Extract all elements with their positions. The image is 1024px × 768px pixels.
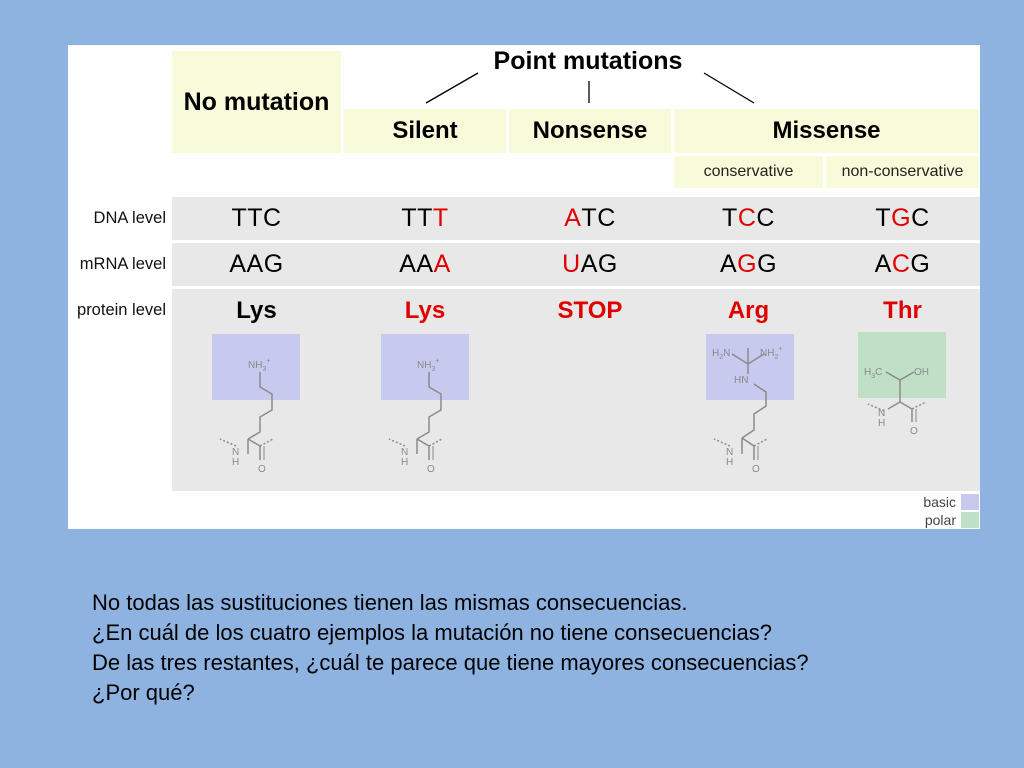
n-label: N <box>878 408 885 419</box>
mutated-base: A <box>433 250 451 278</box>
mutated-base: C <box>891 250 911 278</box>
mrna-row <box>172 243 980 286</box>
base: AA <box>399 250 434 278</box>
mrna-codon: AAG <box>172 243 341 286</box>
base: TTC <box>231 204 282 232</box>
base: T <box>875 204 892 232</box>
caption-line-4: ¿Por qué? <box>92 680 195 705</box>
base: A <box>874 250 892 278</box>
basic-highlight <box>706 334 794 400</box>
base: C <box>756 204 775 232</box>
n-label: N <box>726 447 733 458</box>
base: AG <box>580 250 618 278</box>
h-label: H <box>726 457 733 468</box>
oh-label: OH <box>914 367 929 378</box>
h2n-label: H2N <box>712 348 730 361</box>
protein-residue: Lys <box>236 296 277 324</box>
o-label: O <box>427 464 435 475</box>
n-label: N <box>401 447 408 458</box>
h-label: H <box>878 418 885 429</box>
slide-caption: No todas las sustituciones tienen las mi… <box>92 588 992 708</box>
point-mutations-header: Point mutations <box>493 46 683 75</box>
legend-basic-label: basic <box>923 494 956 510</box>
nh2-label: NH2+ <box>760 346 782 361</box>
h-label: H <box>401 457 408 468</box>
non-conservative-header: non-conservative <box>826 156 979 188</box>
o-label: O <box>910 426 918 437</box>
mutated-base: T <box>432 204 449 232</box>
legend-basic-swatch <box>961 494 979 510</box>
lysine-structure: NH3+ N H O <box>210 332 320 482</box>
caption-line-3: De las tres restantes, ¿cuál te parece q… <box>92 650 809 675</box>
silent-header: Silent <box>344 109 506 153</box>
base: G <box>757 250 778 278</box>
o-label: O <box>752 464 760 475</box>
base: TT <box>401 204 433 232</box>
polar-highlight <box>858 332 946 398</box>
protein-residue: Thr <box>883 296 922 324</box>
mrna-level-label: mRNA level <box>79 255 166 273</box>
protein-residue: Lys <box>404 296 446 324</box>
caption-line-2: ¿En cuál de los cuatro ejemplos la mutac… <box>92 620 772 645</box>
nh3-label: NH3+ <box>417 358 439 373</box>
base: G <box>910 250 931 278</box>
missense-header: Missense <box>674 109 979 153</box>
conservative-header: conservative <box>674 156 823 188</box>
dna-codon: TTC <box>172 197 341 240</box>
nh3-label: NH3+ <box>248 358 270 373</box>
protein-row <box>172 289 980 491</box>
basic-highlight <box>212 334 300 400</box>
caption-line-1: No todas las sustituciones tienen las mi… <box>92 590 688 615</box>
h-label: H <box>232 457 239 468</box>
base: C <box>911 204 930 232</box>
mutated-base: G <box>891 204 912 232</box>
mutated-base: U <box>562 250 581 278</box>
o-label: O <box>258 464 266 475</box>
mutation-figure: No mutation Point mutations Silent Nonse… <box>68 45 980 529</box>
base: TC <box>581 204 616 232</box>
legend-polar-swatch <box>961 512 979 528</box>
lysine-structure-silent: NH3+ N H O <box>379 332 489 482</box>
dna-row <box>172 197 980 240</box>
base: A <box>719 250 738 278</box>
legend-polar-label: polar <box>924 512 956 528</box>
mutated-base: C <box>737 204 757 232</box>
mutated-base: A <box>564 204 582 232</box>
mutated-base: G <box>737 250 758 278</box>
base: AAG <box>229 250 284 278</box>
hn-label: HN <box>734 375 748 386</box>
protein-level-label: protein level <box>77 301 166 319</box>
h3c-label: H3C <box>864 367 882 380</box>
protein-residue: Arg <box>727 296 770 324</box>
threonine-structure: H3C OH N H O <box>856 332 966 482</box>
nonsense-header: Nonsense <box>509 109 671 153</box>
no-mutation-header: No mutation <box>172 51 341 153</box>
protein-residue: STOP <box>557 296 623 324</box>
n-label: N <box>232 447 239 458</box>
base: T <box>722 204 738 232</box>
branch-lines <box>425 72 755 104</box>
dna-level-label: DNA level <box>93 209 166 227</box>
basic-highlight <box>381 334 469 400</box>
arginine-structure: H2N NH2+ HN N H O <box>704 332 814 482</box>
